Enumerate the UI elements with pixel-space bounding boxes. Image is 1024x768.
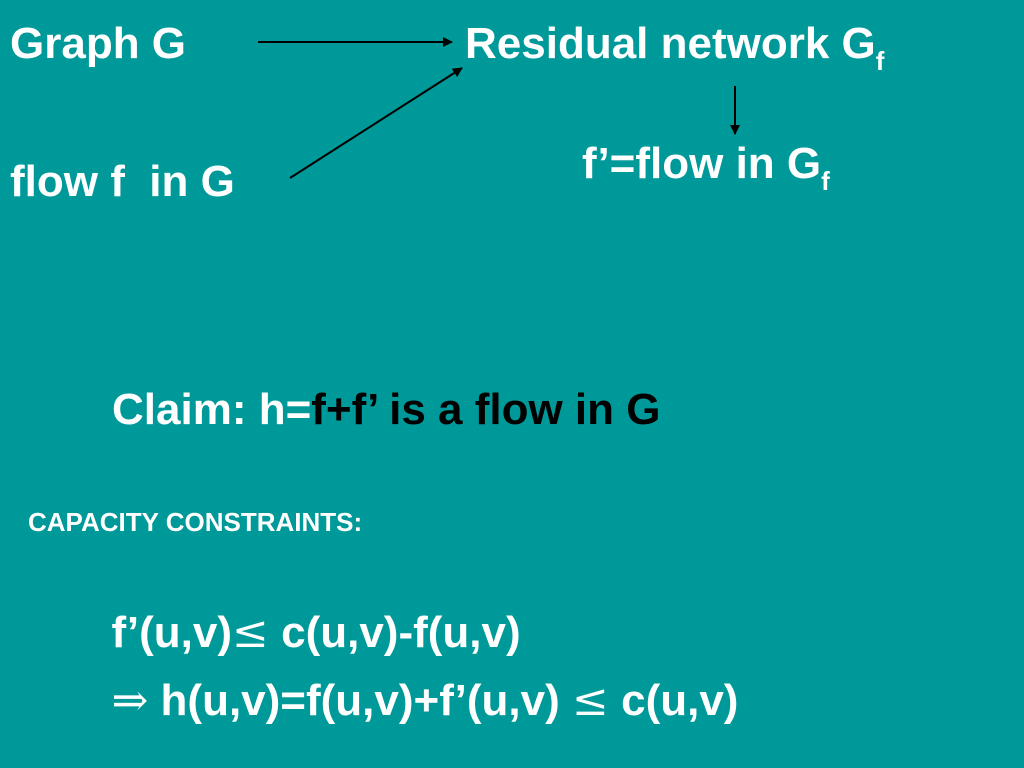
line2-right: c(u,v): [608, 676, 739, 725]
leq-symbol: ≤: [232, 607, 269, 658]
line1-right: c(u,v)-f(u,v): [268, 608, 521, 657]
graph-g-label: Graph G: [10, 19, 187, 68]
fprime-subscript: f: [821, 166, 830, 196]
fprime-flow-label: f’=flow in Gf: [582, 139, 830, 195]
line1-left: f’(u,v): [111, 608, 233, 657]
claim-emphasis: f+f’ is a flow in G: [311, 385, 661, 434]
constraint-line-2: ⇒ h(u,v)=f(u,v)+f’(u,v) ≤ c(u,v): [87, 635, 738, 723]
residual-subscript: f: [875, 46, 885, 76]
fprime-text: f’=flow in G: [582, 139, 822, 188]
constraint-line-1: f’(u,v)≤ c(u,v)-f(u,v): [87, 567, 521, 658]
capacity-constraints-heading: CAPACITY CONSTRAINTS:: [28, 507, 363, 537]
residual-network-label: Residual network Gf: [465, 19, 884, 75]
claim-prefix: Claim: h=: [112, 385, 312, 434]
flow-f-label: flow f in G: [10, 157, 235, 206]
leq-symbol-2: ≤: [572, 675, 609, 726]
implies-symbol: ⇒: [111, 675, 149, 726]
residual-network-text: Residual network G: [465, 19, 876, 68]
line2-mid: h(u,v)=f(u,v)+f’(u,v): [148, 676, 572, 725]
claim-statement: Claim: h=f+f’ is a flow in G: [112, 388, 660, 432]
arrow-flow-to-residual: [289, 67, 463, 179]
